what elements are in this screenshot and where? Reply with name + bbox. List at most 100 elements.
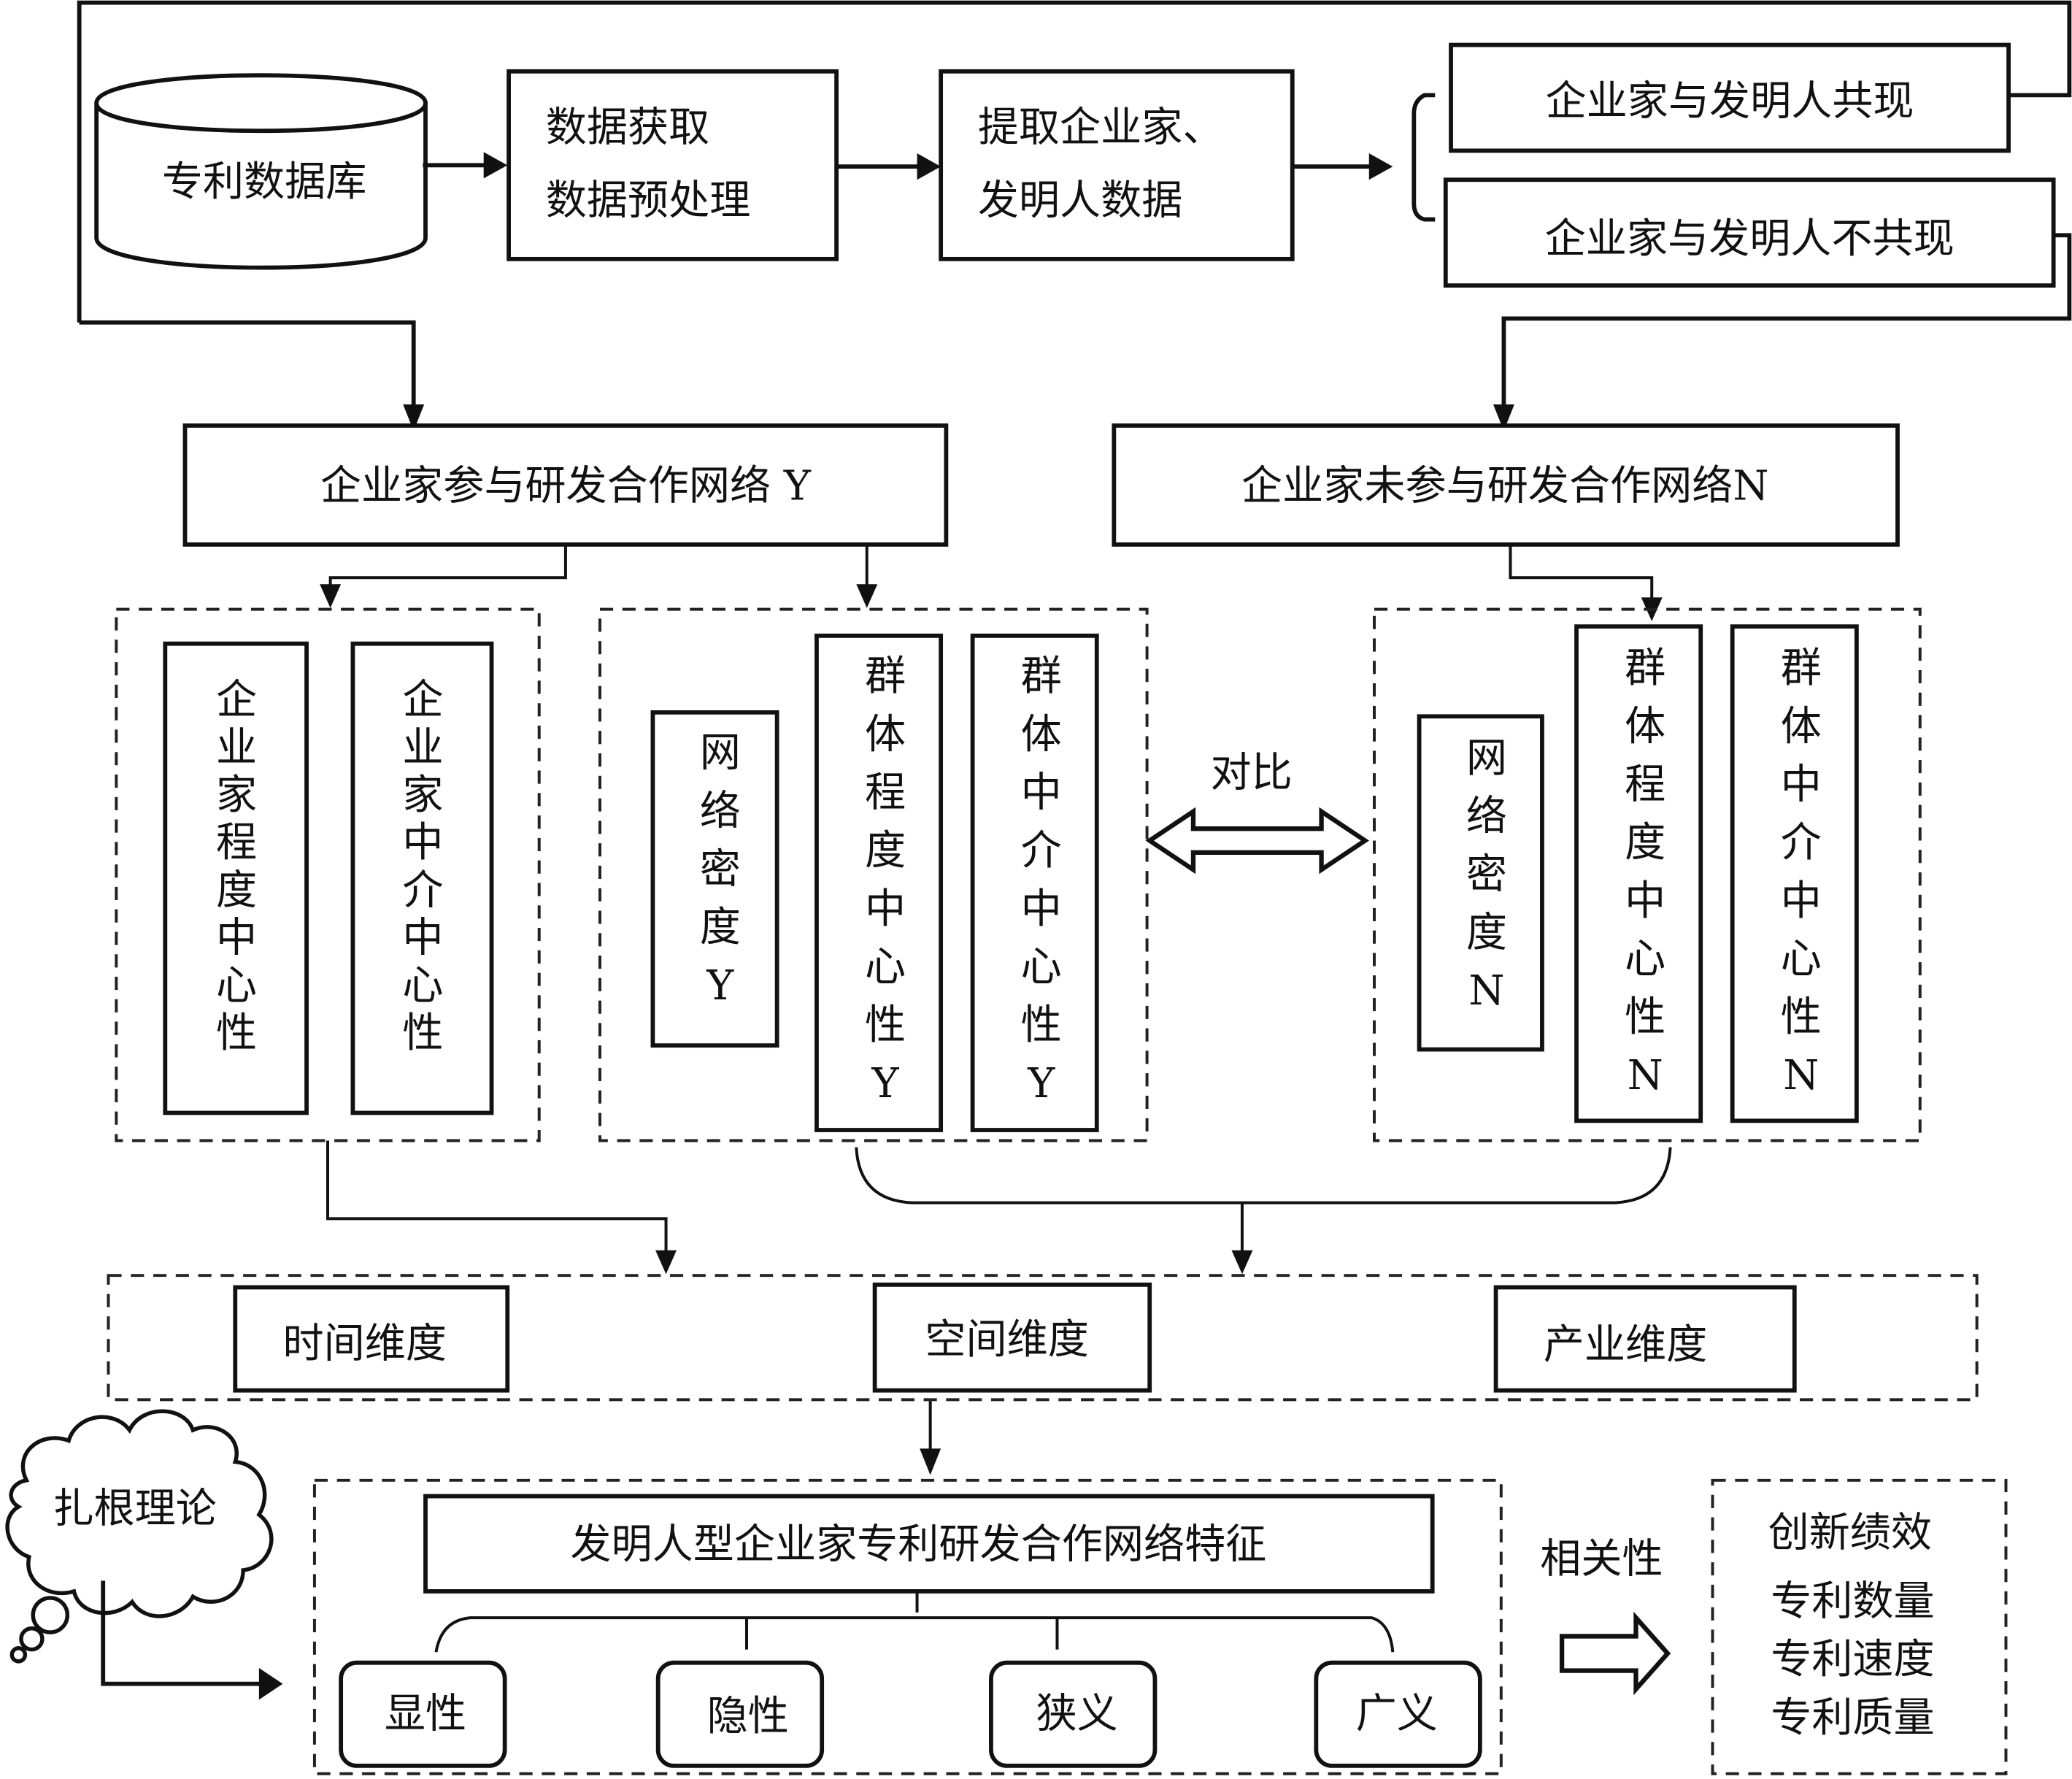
vertical-char: 介 <box>1021 827 1062 875</box>
vertical-char: 网 <box>700 729 741 777</box>
arrow-right-icon <box>1368 153 1393 180</box>
not-co-occur-box <box>1443 177 2056 288</box>
vertical-char: 群 <box>1021 653 1062 700</box>
vertical-char: N <box>1783 1052 1819 1099</box>
network-n-box <box>1112 423 1900 547</box>
acquire-line-2: 数据预处理 <box>546 177 751 224</box>
acquire-line-1: 数据获取 <box>546 104 709 152</box>
vertical-char: 程 <box>1625 761 1665 809</box>
metric-box <box>350 641 494 1115</box>
vertical-char: 业 <box>216 724 257 772</box>
arrow-down-icon <box>1231 1250 1253 1275</box>
vertical-char: 中 <box>1781 761 1822 809</box>
dimension-label: 空间维度 <box>925 1316 1088 1364</box>
feature-label: 广义 <box>1356 1690 1438 1737</box>
group-metrics-y-group <box>598 607 1149 1142</box>
loop-line-right <box>1501 233 2072 423</box>
database-label: 专利数据库 <box>162 158 367 206</box>
loop-line-left <box>77 0 2072 323</box>
vertical-char: 体 <box>865 711 906 758</box>
vertical-char: 心 <box>1021 943 1062 991</box>
vertical-char: 中 <box>865 885 906 933</box>
double-arrow-icon <box>1145 807 1370 875</box>
vertical-char: 心 <box>1781 936 1822 983</box>
performance-group <box>1711 1478 2008 1775</box>
network-n-label: 企业家未参与研发合作网络N <box>1241 462 1768 510</box>
vertical-char: 体 <box>1625 703 1665 750</box>
vertical-char: 度 <box>865 827 906 875</box>
vertical-char: 络 <box>1466 793 1507 840</box>
vertical-char: 家 <box>402 772 443 819</box>
vertical-char: 心 <box>402 962 443 1010</box>
individual-metrics-group <box>115 607 541 1142</box>
vertical-char: 程 <box>216 819 257 867</box>
cloud-bubble <box>31 1596 70 1634</box>
block-arrow-right-icon <box>1559 1611 1671 1696</box>
connector <box>1509 544 1654 603</box>
connector <box>328 544 567 593</box>
co-occur-box <box>1449 42 2011 153</box>
metric-box <box>1574 624 1703 1123</box>
vertical-char: 度 <box>216 867 257 914</box>
vertical-char: 心 <box>1625 936 1665 983</box>
vertical-char: 家 <box>216 772 257 819</box>
features-title-box <box>423 1494 1435 1594</box>
dimension-box <box>1493 1285 1797 1393</box>
vertical-char: 中 <box>1625 877 1665 925</box>
arrow-down-icon <box>320 584 342 608</box>
vertical-char: 性 <box>1781 994 1822 1041</box>
performance-item: 专利数量 <box>1771 1578 1934 1625</box>
database-cylinder-icon <box>94 73 428 270</box>
feature-label: 隐性 <box>707 1693 789 1740</box>
vertical-char: Y <box>1027 1060 1055 1107</box>
extract-box <box>939 69 1295 261</box>
not-co-occur-label: 企业家与发明人不共现 <box>1545 215 1954 263</box>
dimension-box <box>233 1285 510 1393</box>
theory-label: 扎根理论 <box>53 1486 216 1533</box>
feature-label: 狭义 <box>1036 1690 1118 1737</box>
performance-title: 创新绩效 <box>1768 1509 1932 1556</box>
metric-box <box>163 641 309 1115</box>
features-title: 发明人型企业家专利研发合作网络特征 <box>570 1521 1266 1569</box>
vertical-char: 中 <box>1021 769 1062 816</box>
group-metrics-n-group <box>1373 607 1922 1142</box>
features-group <box>312 1478 1503 1775</box>
vertical-char: 介 <box>402 867 443 914</box>
vertical-char: N <box>1628 1052 1663 1099</box>
vertical-char: 密 <box>700 845 741 893</box>
vertical-char: 业 <box>402 724 443 772</box>
dimension-label: 时间维度 <box>282 1320 446 1367</box>
vertical-char: 体 <box>1021 711 1062 758</box>
metric-box <box>1730 624 1859 1123</box>
vertical-char: 中 <box>402 915 443 962</box>
metric-box <box>970 633 1099 1132</box>
connector <box>326 1140 668 1256</box>
features-brace <box>434 1591 1395 1653</box>
grounded-theory-cloud: 扎根理论 <box>5 1409 274 1664</box>
vertical-char: 密 <box>1466 851 1507 899</box>
dimension-label: 产业维度 <box>1544 1321 1707 1369</box>
patent-database: 专利数据库 <box>94 73 428 270</box>
feature-box <box>1314 1660 1482 1768</box>
arrow-to-network-y <box>403 404 425 431</box>
group-brace <box>855 1147 1672 1204</box>
vertical-char: 性 <box>865 1002 906 1049</box>
correlation-label: 相关性 <box>1540 1536 1663 1583</box>
vertical-char: 中 <box>216 915 257 962</box>
extract-line-1: 提取企业家、 <box>978 104 1224 152</box>
arrow-right-icon <box>483 152 508 179</box>
vertical-char: 网 <box>1466 734 1507 782</box>
vertical-char: 心 <box>865 943 906 991</box>
vertical-char: 度 <box>1466 909 1507 956</box>
cloud-icon <box>5 1409 274 1618</box>
arrow-down-icon <box>856 584 878 608</box>
cloud-bubble <box>19 1626 45 1652</box>
feature-box <box>989 1660 1158 1768</box>
vertical-char: 群 <box>865 653 906 700</box>
